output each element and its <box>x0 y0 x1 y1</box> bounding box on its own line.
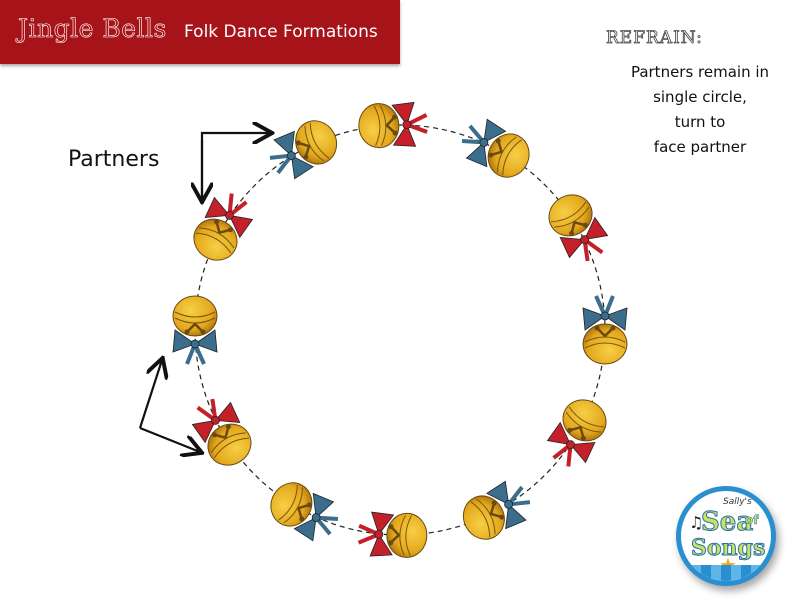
bow-icon <box>293 492 339 542</box>
dancer-bell-blue <box>270 482 339 542</box>
dancer-bell-red <box>358 101 428 149</box>
refrain-line: face partner <box>653 138 747 156</box>
bow-icon <box>391 101 428 147</box>
refrain-line: Partners remain in <box>630 63 770 81</box>
bow-icon <box>172 329 218 365</box>
dancer-bell-blue <box>269 120 338 180</box>
logo-text: Sally's <box>723 497 752 507</box>
title-subtitle: Folk Dance Formations <box>184 22 378 42</box>
bow-icon <box>269 130 314 180</box>
dancer-bell-blue <box>172 295 218 365</box>
dancer-bell-red <box>546 399 607 467</box>
logo-text: Songs <box>690 535 766 562</box>
partners-arrow-top <box>200 133 270 200</box>
music-note-icon: ♫ <box>689 513 704 532</box>
title-main: Jingle Bells <box>18 14 167 44</box>
bow-icon <box>546 421 596 467</box>
formation-circle <box>194 124 606 536</box>
bow-icon <box>357 511 395 557</box>
partners-arrow-bottom-right <box>139 426 200 452</box>
bow-icon <box>204 193 254 239</box>
dancer-bell-red <box>357 511 428 558</box>
refrain-heading: REFRAIN: <box>606 28 703 49</box>
dancers-group <box>172 101 628 558</box>
dancer-bell-blue <box>582 295 628 365</box>
partners-arrow-bottom <box>138 360 162 429</box>
sallys-sea-of-songs-logo: ♫ Sally's Sea of Songs ★ <box>676 486 776 586</box>
dancer-bell-red <box>548 194 609 262</box>
dancer-bell-red <box>193 193 254 261</box>
refrain-line: single circle, <box>653 88 747 106</box>
bow-icon <box>191 398 241 444</box>
bow-icon <box>559 216 609 262</box>
partners-label: Partners <box>68 147 160 172</box>
logo-text: Sea <box>700 507 754 538</box>
dancer-bell-blue <box>461 118 530 178</box>
refrain-instructions: Partners remain in single circle, turn t… <box>600 60 800 160</box>
dancer-bell-blue <box>462 480 531 540</box>
bow-icon <box>582 295 628 331</box>
dancer-bell-red <box>191 398 252 466</box>
bow-icon <box>461 118 507 168</box>
bow-icon <box>486 480 531 530</box>
waves-icon <box>681 565 771 581</box>
title-banner: Jingle Bells Folk Dance Formations <box>0 0 400 64</box>
logo-text: of <box>745 513 759 528</box>
refrain-line: turn to <box>674 113 726 131</box>
